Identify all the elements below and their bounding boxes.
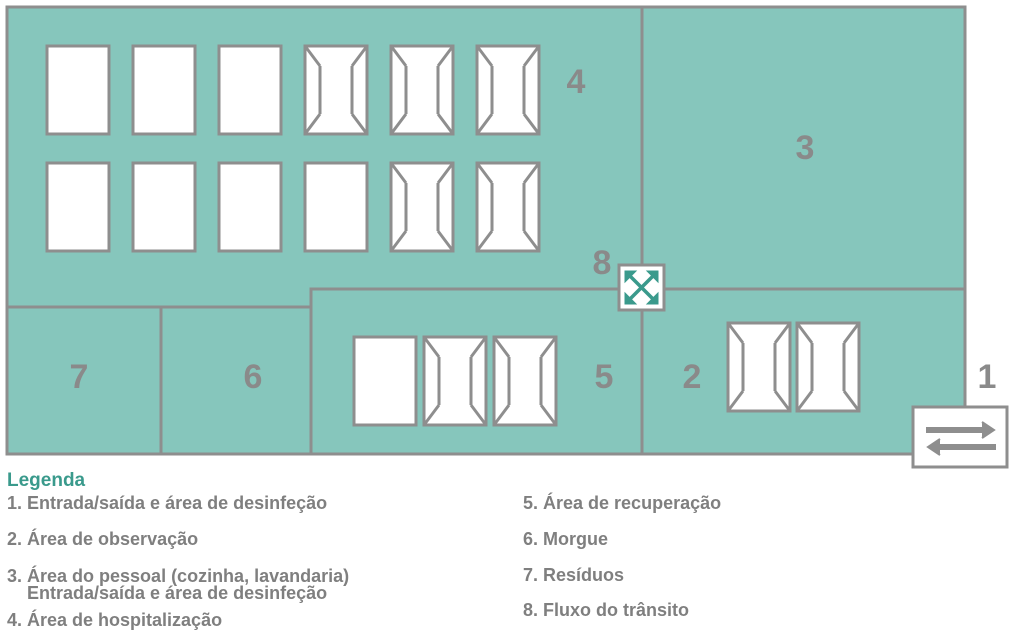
bed-icon (303, 161, 369, 253)
area-7-waste (5, 305, 163, 456)
isolation-bed-icon (795, 321, 861, 413)
bidirectional-arrows-icon (926, 421, 996, 456)
bed-icon (131, 44, 197, 136)
area-number-7: 7 (70, 358, 89, 396)
bed-icon (217, 44, 283, 136)
isolation-bed-icon (475, 161, 541, 253)
area-number-3: 3 (796, 129, 815, 167)
bed-icon (45, 161, 111, 253)
legend-item-3: 3. Área do pessoal (cozinha, lavandaria)… (7, 566, 350, 603)
bed-icon (131, 161, 197, 253)
area-6-morgue (159, 305, 313, 456)
area-number-4: 4 (567, 63, 586, 101)
isolation-beds (303, 44, 861, 427)
legend-item-7: 7. Resíduos (523, 565, 625, 585)
area-number-1: 1 (978, 358, 997, 396)
legend-item-6: 6. Morgue (523, 529, 609, 549)
beds (45, 44, 418, 427)
legend-item-3-label: 3. Área do pessoal (cozinha, lavandaria) (7, 566, 350, 586)
area-number-5: 5 (595, 358, 614, 396)
isolation-bed-icon (475, 44, 541, 136)
legend-title: Legenda (7, 470, 86, 491)
isolation-bed-icon (422, 335, 488, 427)
expand-arrows-icon (617, 263, 666, 312)
isolation-bed-icon (303, 44, 369, 136)
entrance-box (911, 405, 1009, 469)
area-number-6: 6 (244, 358, 263, 396)
legend-item-5: 5. Área de recuperação (523, 493, 722, 513)
isolation-bed-icon (492, 335, 558, 427)
legend-item-4: 4. Área de hospitalização (7, 610, 223, 630)
isolation-bed-icon (726, 321, 792, 413)
floor-plan: 4 3 8 7 6 5 2 1 (5, 5, 1009, 469)
legend-item-2: 2. Área de observação (7, 529, 199, 549)
legend: Legenda 1. Entrada/saída e área de desin… (7, 468, 1007, 637)
isolation-bed-icon (389, 44, 455, 136)
area-3-staff (640, 5, 967, 291)
bed-icon (352, 335, 418, 427)
legend-item-3-sub: Entrada/saída e área de desinfeção (27, 583, 328, 603)
legend-item-1: 1. Entrada/saída e área de desinfeção (7, 493, 328, 513)
area-number-2: 2 (683, 358, 702, 396)
area-number-8: 8 (593, 244, 612, 282)
isolation-bed-icon (389, 161, 455, 253)
bed-icon (45, 44, 111, 136)
bed-icon (217, 161, 283, 253)
legend-item-8: 8. Fluxo do trânsito (523, 600, 690, 620)
